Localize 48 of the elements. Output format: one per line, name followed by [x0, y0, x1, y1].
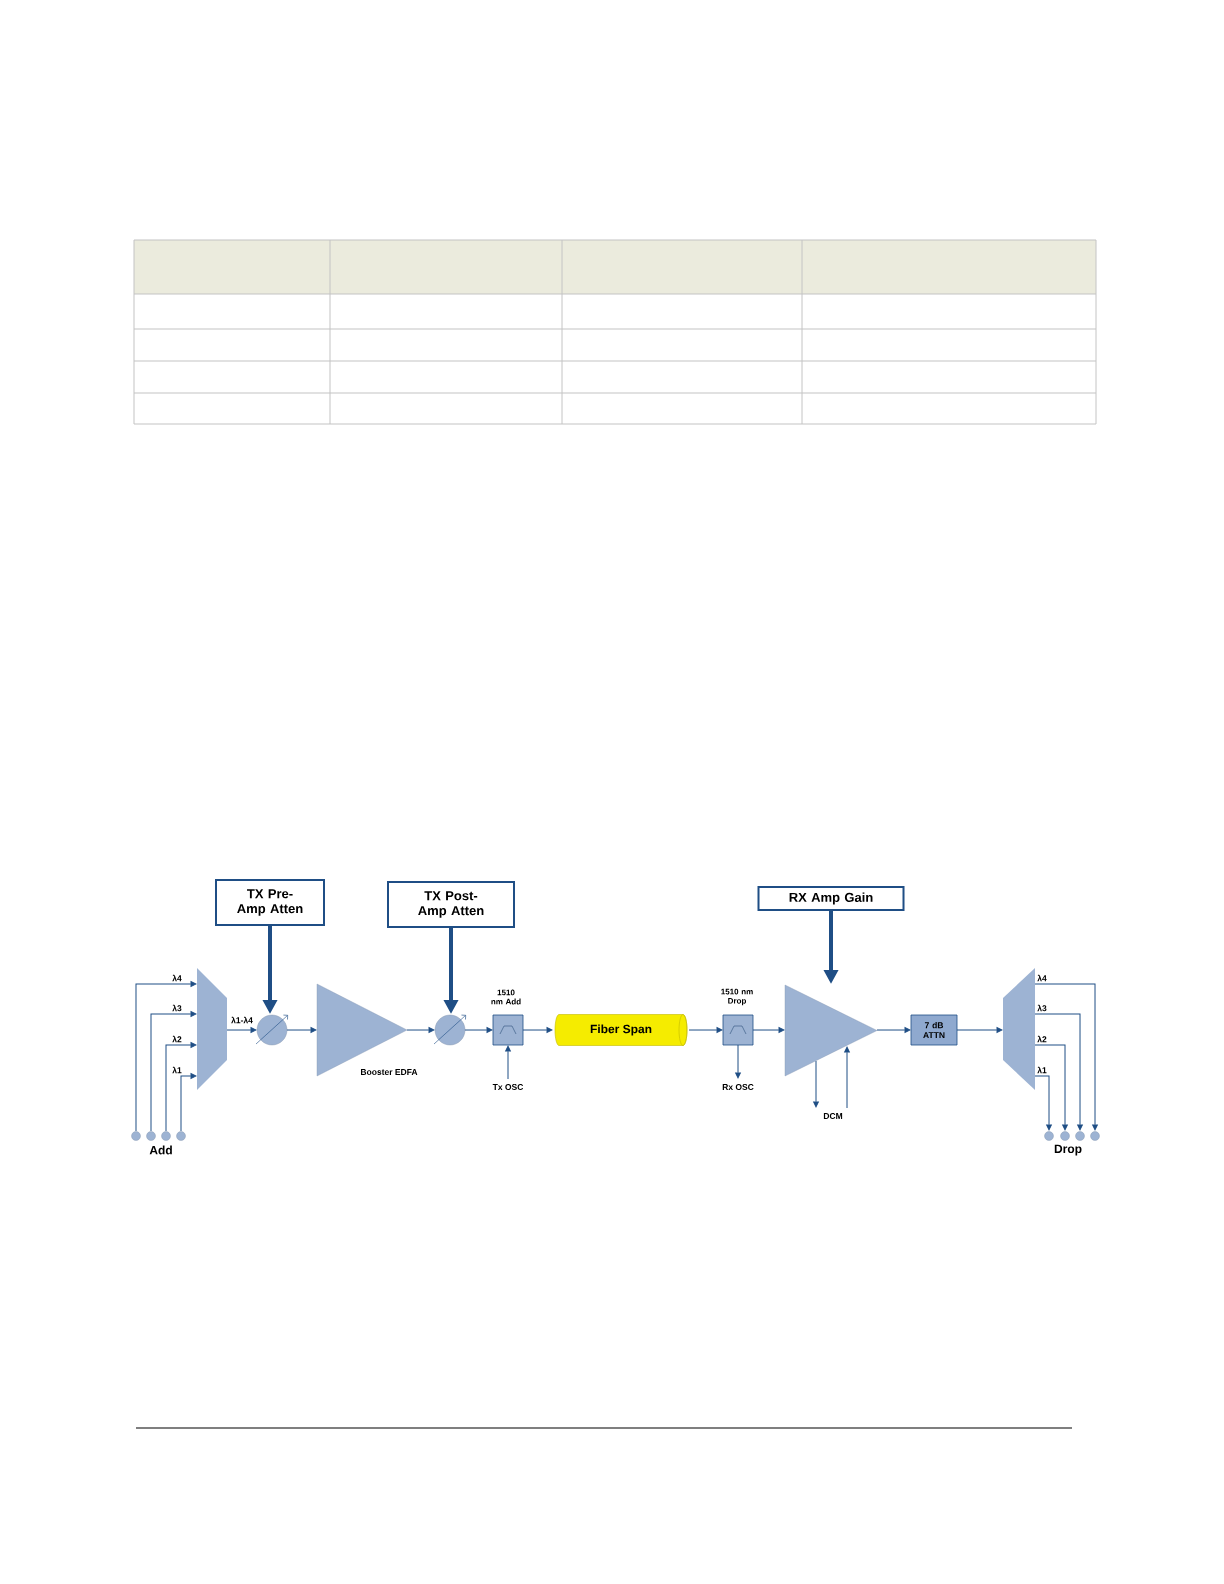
arrow [226, 1027, 257, 1033]
callout-box: TX Pre-Amp Atten [215, 879, 325, 926]
edge-label: λ1 [172, 1066, 182, 1074]
callout-box: TX Post-Amp Atten [387, 881, 515, 928]
edge-label: λ3 [172, 1004, 182, 1012]
signal-label: Tx OSC [492, 1084, 524, 1090]
port-group-label: Drop [1054, 1144, 1082, 1156]
arrow [844, 1046, 850, 1109]
edge-label: λ4 [1037, 974, 1047, 982]
signal-label: Rx OSC [722, 1084, 754, 1090]
arrow [165, 1042, 197, 1132]
signal-label: DCM [823, 1113, 843, 1119]
arrow [956, 1027, 1003, 1033]
edge-label: λ3 [1037, 1004, 1047, 1012]
arrow [522, 1027, 553, 1033]
attenuator-box: 7 dB ATTN [910, 1014, 958, 1046]
attenuator-symbol [255, 1014, 288, 1046]
edge-label: λ4 [172, 974, 182, 982]
arrow [735, 1044, 741, 1079]
arrow [286, 1027, 317, 1033]
arrow [688, 1027, 723, 1033]
fiber-cylinder: Fiber Span [554, 1014, 688, 1046]
arrow [1034, 983, 1098, 1131]
filter-label: 1510 nm Add [491, 989, 521, 1005]
demultiplexer-shape [1003, 968, 1035, 1090]
arrow [1034, 1013, 1083, 1131]
edge-label: λ2 [172, 1035, 182, 1043]
arrow [406, 1027, 435, 1033]
arrow [180, 1073, 197, 1132]
arrow [464, 1027, 493, 1033]
port-group-label: Add [149, 1145, 172, 1155]
arrow [135, 981, 197, 1132]
arrow [752, 1027, 785, 1033]
edge-label: λ1-λ4 [231, 1016, 253, 1024]
arrow [505, 1045, 511, 1080]
arrow [876, 1027, 911, 1033]
amplifier-triangle [784, 984, 878, 1077]
edge-label: λ1 [1037, 1066, 1047, 1074]
arrow [150, 1011, 197, 1132]
multiplexer-shape [197, 968, 227, 1090]
filter-label: 1510 nm Drop [721, 988, 753, 1006]
amplifier-label: Booster EDFA [361, 1069, 418, 1075]
callout-box: RX Amp Gain [757, 886, 905, 911]
edge-label: λ2 [1037, 1035, 1047, 1043]
arrow [1034, 1044, 1068, 1131]
attenuator-symbol [433, 1014, 466, 1046]
arrow [1034, 1075, 1052, 1131]
arrow [813, 1060, 819, 1108]
